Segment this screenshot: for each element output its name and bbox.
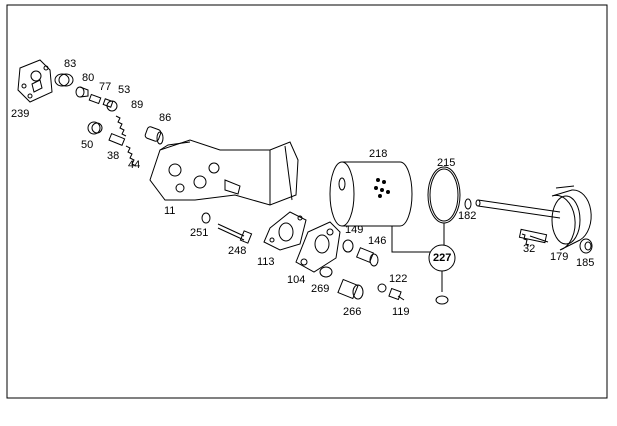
label-part-86: 86 — [159, 112, 172, 124]
label-part-80: 80 — [82, 72, 95, 84]
label-part-53: 53 — [118, 84, 131, 96]
label-part-32: 32 — [523, 243, 536, 255]
part-89-spring — [115, 115, 127, 137]
part-44-spring — [125, 145, 137, 167]
part-80-ring — [75, 86, 89, 98]
part-119-screw — [388, 287, 405, 301]
label-part-50: 50 — [81, 139, 94, 151]
part-83-spring — [54, 73, 74, 87]
label-part-182: 182 — [458, 210, 477, 222]
part-86-sleeve — [144, 126, 164, 145]
diagram-border — [6, 4, 608, 399]
part-179-cover — [551, 185, 592, 251]
label-part-119: 119 — [392, 306, 410, 318]
part-104-adapter — [295, 221, 341, 273]
part-rod — [475, 199, 561, 219]
label-part-185: 185 — [576, 257, 595, 269]
label-part-179: 179 — [550, 251, 569, 263]
part-269-ring — [319, 266, 333, 278]
label-part-44: 44 — [128, 159, 141, 171]
part-149-ring — [342, 239, 354, 253]
label-part-11: 11 — [164, 205, 176, 217]
label-part-113: 113 — [257, 256, 275, 268]
part-218-filter — [329, 161, 413, 227]
part-53-valve — [102, 98, 118, 112]
label-part-38: 38 — [107, 150, 120, 162]
part-251-ring — [201, 212, 211, 224]
label-part-218: 218 — [369, 148, 388, 160]
part-50-plug — [87, 121, 103, 135]
part-239-gasket — [17, 59, 53, 103]
label-part-89: 89 — [131, 99, 144, 111]
part-185-nut — [579, 238, 593, 254]
label-part-149: 149 — [345, 224, 364, 236]
label-part-227: 227 — [433, 252, 452, 264]
part-266-switch — [337, 278, 364, 300]
part-122-ring — [377, 283, 387, 293]
label-part-266: 266 — [343, 306, 362, 318]
part-77-pin — [88, 93, 102, 105]
label-part-77: 77 — [99, 81, 112, 93]
part-182-ring — [464, 198, 472, 210]
label-part-146: 146 — [368, 235, 387, 247]
part-113-gasket — [263, 211, 307, 251]
label-part-269: 269 — [311, 283, 330, 295]
part-215-seal — [427, 166, 461, 224]
label-part-215: 215 — [437, 157, 456, 169]
part-32-stud — [518, 228, 549, 246]
part-11-housing — [149, 139, 299, 206]
label-part-239: 239 — [11, 108, 30, 120]
label-part-104: 104 — [287, 274, 306, 286]
label-part-251: 251 — [190, 227, 209, 239]
part-146-sensor — [355, 247, 379, 267]
label-part-248: 248 — [228, 245, 247, 257]
label-part-122: 122 — [389, 273, 408, 285]
part-38-valve — [108, 132, 126, 146]
label-part-83: 83 — [64, 58, 77, 70]
part-227-set — [391, 223, 456, 305]
part-248-bolt — [217, 223, 253, 244]
